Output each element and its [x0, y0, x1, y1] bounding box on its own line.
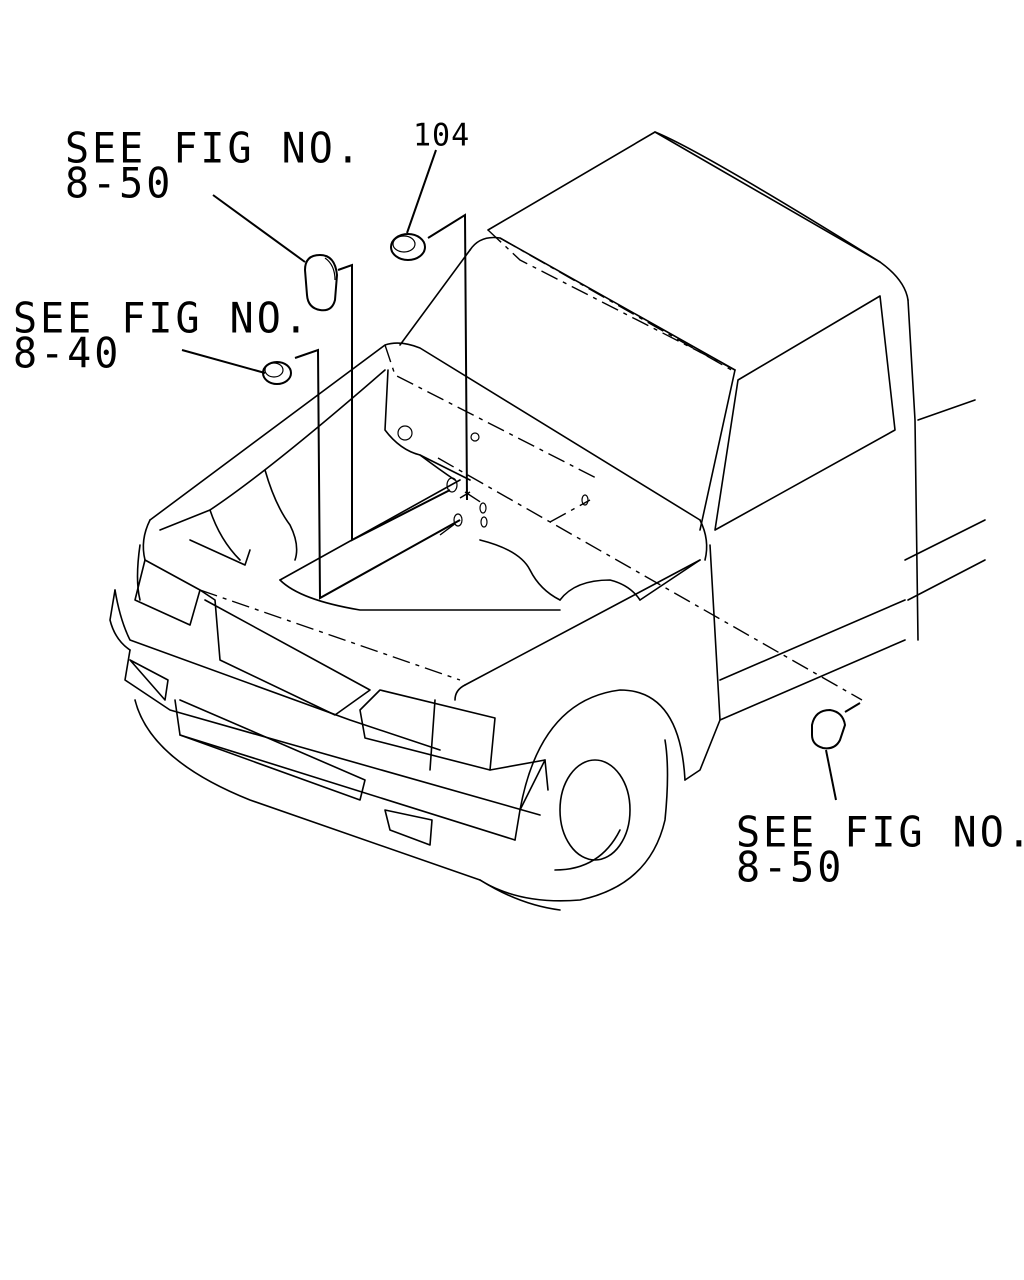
front-end: [109, 544, 561, 911]
plug-part-top-left: [303, 253, 339, 312]
windshield: [399, 236, 736, 373]
callout-mid-left-line2: 8-40: [13, 329, 122, 379]
front-wheel: [479, 689, 721, 902]
mounting-holes: [446, 477, 589, 528]
callout-top-left-line2: 8-50: [65, 159, 174, 209]
part-number-label: 104: [413, 117, 471, 154]
callout-top-left-line1: SEE FIG NO.: [65, 124, 363, 174]
callout-bottom-right-line1: SEE FIG NO.: [736, 808, 1024, 858]
plug-part-bottom-right: [811, 708, 847, 750]
hood-outline: [142, 342, 708, 701]
plug-part-mid-left: [262, 361, 292, 385]
cab-outline: [487, 131, 986, 721]
plug-part-104: [390, 233, 426, 261]
bracket-leaders: [294, 213, 861, 713]
leader-lines: [437, 457, 863, 701]
callout-bottom-right-line2: 8-50: [736, 843, 845, 893]
callout-mid-left-line1: SEE FIG NO.: [13, 294, 311, 344]
label-pointers: [181, 149, 837, 801]
